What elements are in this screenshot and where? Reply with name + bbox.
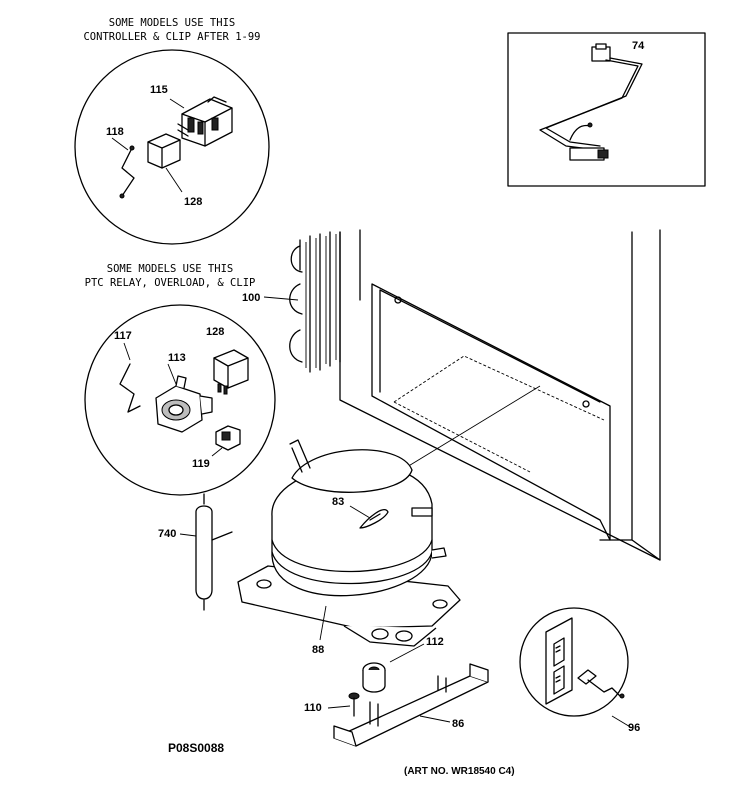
ptc-note: SOME MODELS USE THIS PTC RELAY, OVERLOAD… (70, 262, 270, 290)
relay-128b-illustration (213, 349, 249, 395)
part-label-110: 110 (304, 702, 322, 714)
harness-inset-box (507, 32, 706, 187)
controller-note: SOME MODELS USE THIS CONTROLLER & CLIP A… (82, 16, 262, 44)
grommet-112-illustration (362, 643, 425, 693)
part-label-113: 113 (168, 352, 186, 364)
controller-inset-circle (74, 49, 270, 245)
part-label-83: 83 (332, 496, 345, 508)
drier-740-illustration (179, 493, 233, 611)
clip-117-illustration (119, 342, 141, 413)
part-label-100: 100 (242, 292, 261, 304)
part-label-117: 117 (114, 330, 132, 342)
part-label-128-controller: 128 (184, 196, 203, 208)
ptc-note-line1: SOME MODELS USE THIS (106, 263, 234, 275)
drawing-code: P08S0088 (168, 741, 225, 755)
part-label-88: 88 (312, 644, 325, 656)
part-label-115: 115 (150, 84, 168, 96)
art-number: (ART NO. WR18540 C4) (404, 766, 515, 777)
harness-74-illustration (539, 43, 643, 161)
ptc-inset-circle (84, 304, 276, 496)
controller-115-illustration (169, 96, 233, 147)
controller-note-line2: CONTROLLER & CLIP AFTER 1-99 (83, 31, 261, 43)
clip-118-illustration (111, 137, 135, 199)
screw-110-illustration (327, 692, 360, 717)
outlet-inset-circle (519, 607, 633, 729)
ptc-note-line2: PTC RELAY, OVERLOAD, & CLIP (84, 277, 256, 289)
condenser-100-illustration (263, 231, 341, 373)
part-label-128-ptc: 128 (206, 326, 225, 338)
part-label-118: 118 (106, 126, 124, 138)
relay-128-illustration (147, 133, 183, 193)
overload-119-illustration (211, 425, 241, 457)
controller-note-line1: SOME MODELS USE THIS (108, 17, 236, 29)
part-label-96: 96 (628, 722, 641, 734)
part-label-112: 112 (426, 636, 444, 648)
part-label-740: 740 (158, 528, 177, 540)
cabinet-outline (339, 229, 661, 561)
part-label-86: 86 (452, 718, 465, 730)
relay-113-illustration (155, 363, 213, 433)
compressor-88-illustration (237, 439, 461, 647)
bracket-86-illustration (333, 663, 489, 747)
part-label-74: 74 (632, 40, 645, 52)
part-label-119: 119 (192, 458, 210, 470)
